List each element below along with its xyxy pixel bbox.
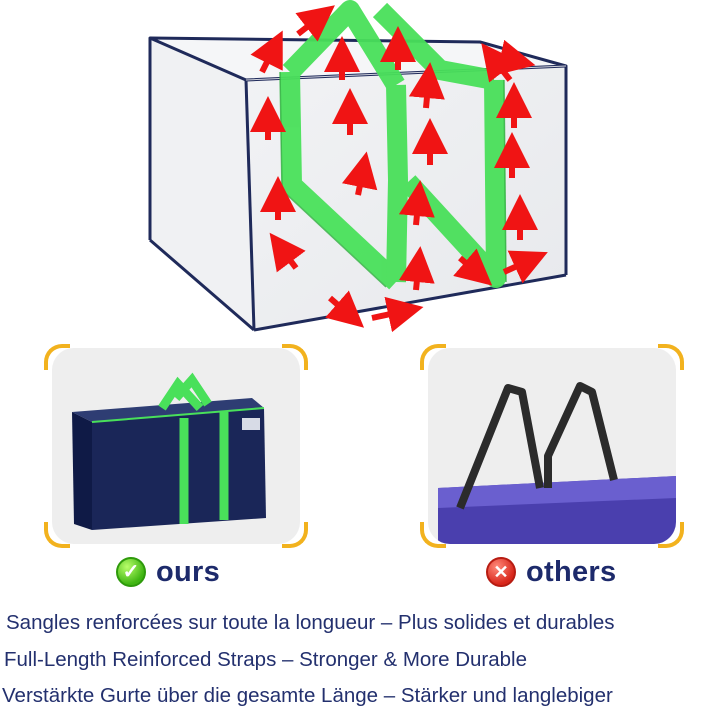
ours-panel-frame bbox=[44, 344, 308, 548]
corner-bracket bbox=[282, 344, 308, 370]
corner-bracket bbox=[658, 522, 684, 548]
others-label: ✕ others bbox=[486, 552, 616, 592]
corner-bracket bbox=[658, 344, 684, 370]
corner-bracket bbox=[420, 522, 446, 548]
bag-frame-illustration bbox=[148, 0, 568, 333]
ours-product-panel bbox=[52, 348, 300, 544]
others-bag-image bbox=[438, 382, 676, 544]
others-label-text: others bbox=[526, 555, 617, 588]
ours-label: ✓ ours bbox=[116, 552, 220, 592]
ours-label-text: ours bbox=[156, 555, 221, 588]
caption-french: Sangles renforcées sur toute la longueur… bbox=[6, 611, 615, 634]
ours-bag-image bbox=[72, 372, 266, 530]
green-check-icon: ✓ bbox=[116, 557, 146, 587]
corner-bracket bbox=[282, 522, 308, 548]
caption-german: Verstärkte Gurte über die gesamte Länge … bbox=[2, 684, 613, 707]
red-x-icon: ✕ bbox=[486, 557, 516, 587]
others-panel-frame bbox=[420, 344, 684, 548]
corner-bracket bbox=[44, 344, 70, 370]
others-product-panel bbox=[428, 348, 676, 544]
corner-bracket bbox=[44, 522, 70, 548]
caption-english: Full-Length Reinforced Straps – Stronger… bbox=[4, 648, 528, 671]
corner-bracket bbox=[420, 344, 446, 370]
